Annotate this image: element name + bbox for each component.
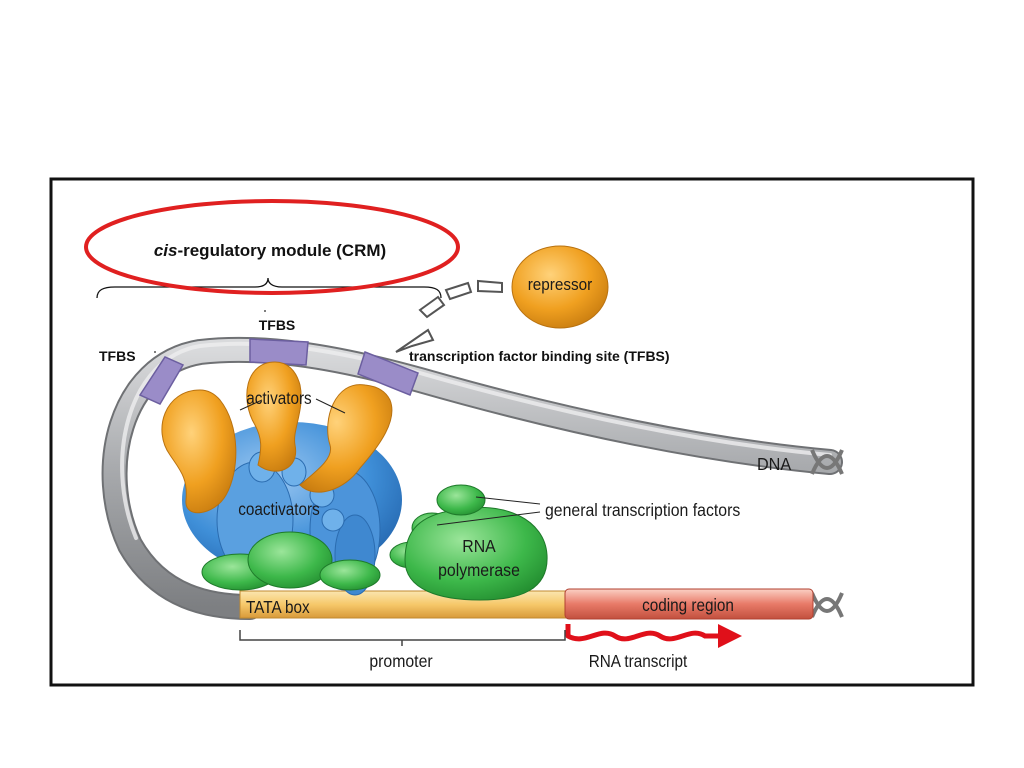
coding-region-bar xyxy=(564,588,814,620)
crm-highlight-ellipse xyxy=(84,199,460,295)
rna-polymerase xyxy=(404,484,548,601)
tfbs-description-label: transcription factor binding site (TFBS) xyxy=(409,348,670,364)
promoter-label: promoter xyxy=(369,651,433,671)
crm-label-italic: cis xyxy=(154,241,178,260)
coding-end-helix-icon xyxy=(810,592,844,618)
rna-transcript-arrow xyxy=(565,624,742,648)
dna-end-helix-icon xyxy=(810,449,844,475)
binding-sites xyxy=(138,338,419,405)
activators-label: activators xyxy=(246,388,311,408)
leader-lines xyxy=(239,398,541,526)
tfbs-left-tick-mark xyxy=(154,351,156,353)
activators xyxy=(161,361,393,514)
binding-site-top xyxy=(249,338,309,366)
activator-middle xyxy=(246,361,302,472)
repressor xyxy=(511,245,609,329)
binding-site-left xyxy=(138,356,185,405)
rna-polymerase-label-line2: polymerase xyxy=(438,560,520,580)
crm-label: cis-regulatory module (CRM) xyxy=(154,241,386,260)
tfbs-left-label: TFBS xyxy=(99,348,136,364)
coactivators-label: coactivators xyxy=(238,499,320,519)
tata-box-label: TATA box xyxy=(246,597,310,617)
rna-transcript-label: RNA transcript xyxy=(589,651,688,671)
dna-label: DNA xyxy=(757,454,792,474)
repressor-arrow xyxy=(395,279,503,353)
general-transcription-factors-label: general transcription factors xyxy=(545,500,740,520)
dna-strand xyxy=(101,336,843,620)
promoter-bracket xyxy=(239,630,566,646)
activator-right xyxy=(299,384,393,493)
activator-left xyxy=(161,389,237,514)
tfbs-tick-mark xyxy=(264,310,266,312)
rna-polymerase-label-line1: RNA xyxy=(462,536,496,556)
coding-region-label: coding region xyxy=(642,595,734,615)
crm-brace xyxy=(96,277,442,299)
repressor-label: repressor xyxy=(528,275,593,294)
crm-label-rest: -regulatory module (CRM) xyxy=(177,241,386,260)
binding-site-right xyxy=(357,351,419,396)
tfbs-top-label: TFBS xyxy=(259,317,296,333)
